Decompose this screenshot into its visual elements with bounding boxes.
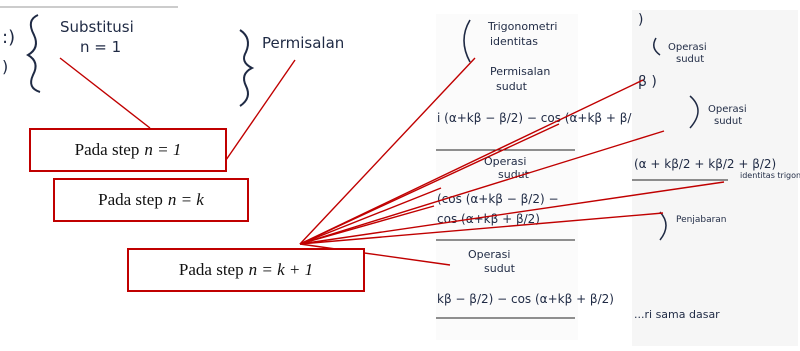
middle-trig-note: Trigonometri	[487, 20, 557, 33]
callout-step-k1-prefix: Pada step	[178, 260, 244, 279]
middle-sudut-note: sudut	[496, 80, 528, 93]
right-sama-note: ...ri sama dasar	[634, 308, 720, 321]
permisalan-note: Permisalan	[262, 34, 344, 52]
svg-text:): )	[638, 12, 643, 28]
middle-expr-2: (cos (α+kβ − β/2) −	[437, 192, 559, 206]
right-identitas-note: identitas trigonometri	[740, 171, 800, 180]
crop-right: ) Operasi sudut β ) Operasi sudut (α + k…	[632, 10, 800, 346]
connector-stepk1-h	[299, 212, 664, 245]
callout-step-1-prefix: Pada step	[74, 140, 140, 159]
svg-text:β ): β )	[638, 74, 657, 90]
connector-stepk	[225, 59, 296, 161]
connector-stepk1-c	[299, 187, 442, 245]
middle-sudut2-note: sudut	[498, 168, 530, 181]
connector-step1	[59, 57, 151, 129]
connector-stepk1-e	[299, 79, 644, 245]
middle-expr-1: i (α+kβ − β/2) − cos (α+kβ + β/2)	[437, 111, 644, 125]
right-operasi-note: Operasi	[668, 42, 707, 53]
middle-sudut3-note: sudut	[484, 262, 516, 275]
middle-permisalan-note: Permisalan	[490, 65, 550, 78]
substitusi-note: Substitusi	[60, 18, 134, 36]
callout-step-k: Pada step n = k	[53, 178, 249, 222]
right-expr-1: (α + kβ/2 + kβ/2 + β/2)	[634, 157, 776, 171]
connector-lines	[59, 57, 725, 266]
svg-text::): :)	[2, 27, 15, 48]
crop-middle: Trigonometri identitas Permisalan sudut …	[436, 14, 644, 340]
callout-step-1: Pada step n = 1	[29, 128, 227, 172]
crop-substitusi: :) ) Substitusi n = 1	[0, 6, 178, 93]
middle-expr-4: kβ − β/2) − cos (α+kβ + β/2)	[437, 292, 614, 306]
right-sudut-note: sudut	[676, 54, 704, 65]
substitusi-n1-note: n = 1	[80, 38, 121, 56]
callout-step-k-prefix: Pada step	[98, 190, 163, 209]
crop-permisalan: Permisalan	[239, 29, 344, 107]
callout-step-1-var: n = 1	[144, 140, 182, 159]
right-penjabaran-note: Penjabaran	[676, 215, 727, 225]
middle-identitas-note: identitas	[490, 35, 538, 48]
callout-step-k-var: n = k	[167, 190, 204, 209]
middle-operasi-note: Operasi	[484, 155, 526, 168]
middle-expr-3: cos (α+kβ + β/2)	[437, 212, 540, 226]
right-operasi2-note: Operasi	[708, 104, 747, 115]
connector-stepk1-f	[299, 130, 665, 245]
connector-stepk1-i	[299, 243, 451, 266]
callout-step-k1: Pada step n = k + 1	[127, 248, 365, 292]
connector-stepk1-a	[299, 57, 476, 245]
callout-step-k1-var: n = k + 1	[248, 260, 314, 279]
connector-stepk1-g	[299, 181, 725, 245]
right-sudut2-note: sudut	[714, 116, 742, 127]
middle-operasi2-note: Operasi	[468, 248, 510, 261]
svg-text:): )	[2, 57, 8, 76]
